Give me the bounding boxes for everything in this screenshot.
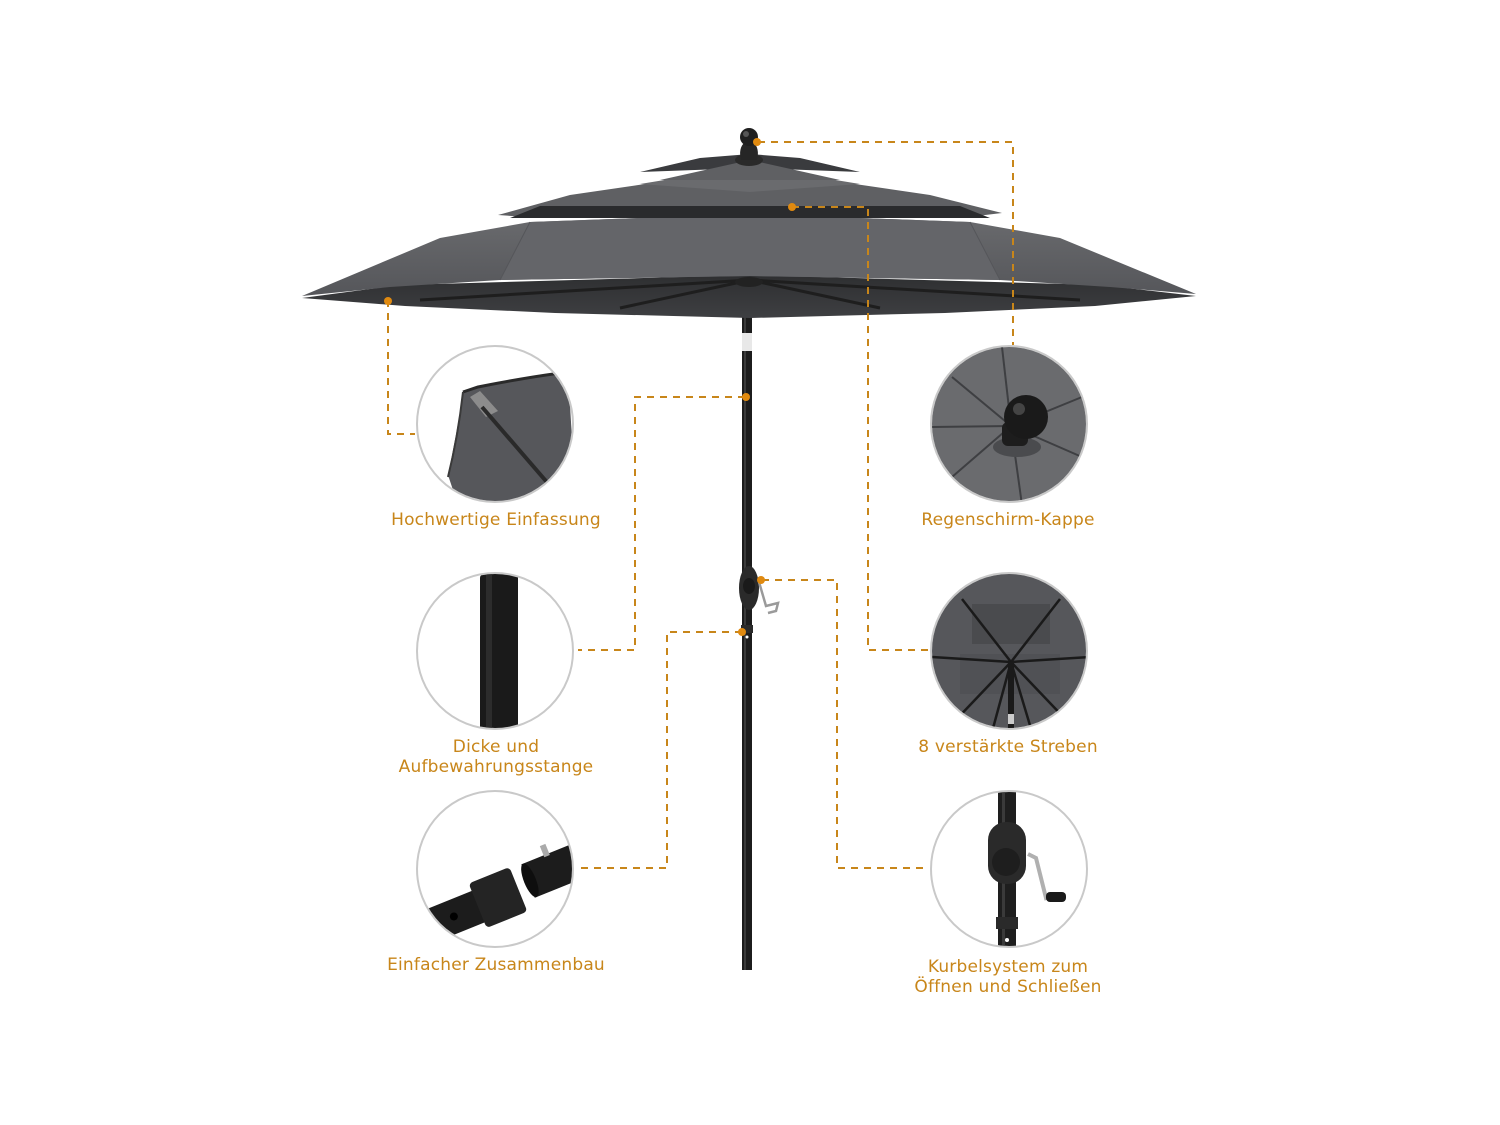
umbrella-finial (735, 128, 763, 166)
cap-detail-circle (930, 345, 1088, 503)
feature-label-text: Kurbelsystem zum (927, 957, 1089, 977)
ribs-detail-circle (930, 572, 1088, 730)
feature-label-text: Dicke und (452, 737, 540, 757)
canopy-underside (302, 275, 1196, 318)
umbrella-pole (739, 280, 780, 970)
feature-label-ribs: 8 verstärkte Streben (888, 737, 1128, 757)
feature-label-text: Einfacher Zusammenbau (387, 955, 605, 975)
feature-label-text: Regenschirm-Kappe (921, 510, 1095, 530)
feature-label-assembly: Einfacher Zusammenbau (362, 955, 630, 975)
edging-detail-circle (416, 345, 574, 503)
feature-label-crank: Kurbelsystem zum Öffnen und Schließen (888, 957, 1128, 997)
feature-label-cap: Regenschirm-Kappe (888, 510, 1128, 530)
feature-label-text: Öffnen und Schließen (914, 977, 1102, 997)
feature-label-edging: Hochwertige Einfassung (372, 510, 620, 530)
feature-label-text: Aufbewahrungsstange (398, 757, 594, 777)
umbrella-cap-icon (932, 347, 1086, 501)
pole-icon (480, 574, 518, 728)
crank-detail-circle (930, 790, 1088, 948)
canopy-edge-icon (447, 370, 572, 501)
assembly-detail-circle (416, 790, 574, 948)
pole-detail-circle (416, 572, 574, 730)
connector-dots (384, 138, 796, 636)
feature-label-text: 8 verstärkte Streben (918, 737, 1098, 757)
feature-label-pole: Dicke und Aufbewahrungsstange (372, 737, 620, 777)
connector-lines (387, 141, 1014, 869)
pole-joint-icon (418, 830, 572, 945)
feature-label-text: Hochwertige Einfassung (391, 510, 601, 530)
umbrella-ribs-icon (932, 574, 1086, 728)
crank-icon (988, 792, 1066, 946)
